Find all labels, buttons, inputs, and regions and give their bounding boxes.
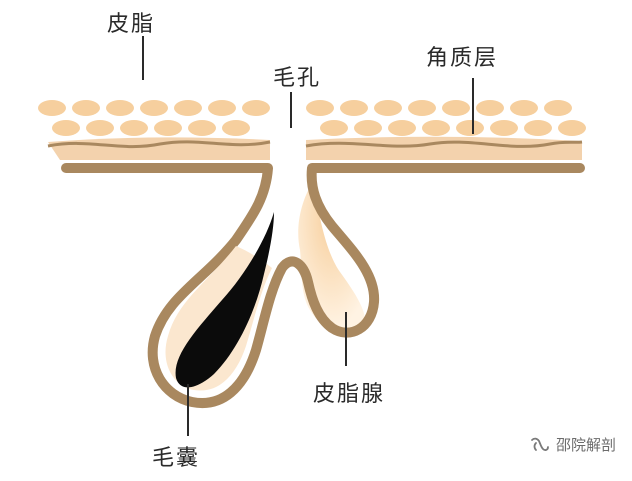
hair-shaft <box>175 212 274 388</box>
stratum-corneum-cells-right <box>306 100 586 136</box>
keratin-cell <box>456 120 484 136</box>
skin-surface-band-right <box>306 136 582 160</box>
keratin-cell <box>388 120 416 136</box>
keratin-cell <box>320 120 348 136</box>
keratin-cell <box>242 100 270 116</box>
watermark: 邵院解剖 <box>530 434 616 455</box>
keratin-cell <box>558 120 586 136</box>
skin-wavy-line-right <box>305 140 583 148</box>
keratin-cell <box>510 100 538 116</box>
keratin-cell <box>120 120 148 136</box>
keratin-cell <box>490 120 518 136</box>
stratum-corneum-cells-left <box>38 100 270 136</box>
keratin-cell <box>476 100 504 116</box>
keratin-cell <box>52 120 80 136</box>
skin-surface-band-left <box>48 137 270 160</box>
hair-follicle-wall <box>61 163 585 408</box>
label-sebaceous-gland: 皮脂腺 <box>313 382 386 407</box>
keratin-cell <box>154 120 182 136</box>
keratin-cell <box>340 100 368 116</box>
keratin-cell <box>524 120 552 136</box>
label-stratum-corneum: 角质层 <box>426 46 499 71</box>
keratin-cell <box>106 100 134 116</box>
keratin-cell <box>72 100 100 116</box>
keratin-cell <box>140 100 168 116</box>
keratin-cell <box>442 100 470 116</box>
keratin-cell <box>354 120 382 136</box>
keratin-cell <box>374 100 402 116</box>
keratin-cell <box>544 100 572 116</box>
label-hair-follicle: 毛囊 <box>152 446 201 471</box>
keratin-cell <box>174 100 202 116</box>
label-pore: 毛孔 <box>273 66 322 91</box>
keratin-cell <box>306 100 334 116</box>
wechat-channel-icon <box>531 437 549 451</box>
keratin-cell <box>222 120 250 136</box>
skin-wavy-line-left <box>47 140 271 149</box>
watermark-text: 邵院解剖 <box>555 436 616 454</box>
keratin-cell <box>408 100 436 116</box>
keratin-cell <box>208 100 236 116</box>
keratin-cell <box>86 120 114 136</box>
keratin-cell <box>38 100 66 116</box>
label-sebum: 皮脂 <box>107 12 156 37</box>
keratin-cell <box>422 120 450 136</box>
keratin-cell <box>188 120 216 136</box>
